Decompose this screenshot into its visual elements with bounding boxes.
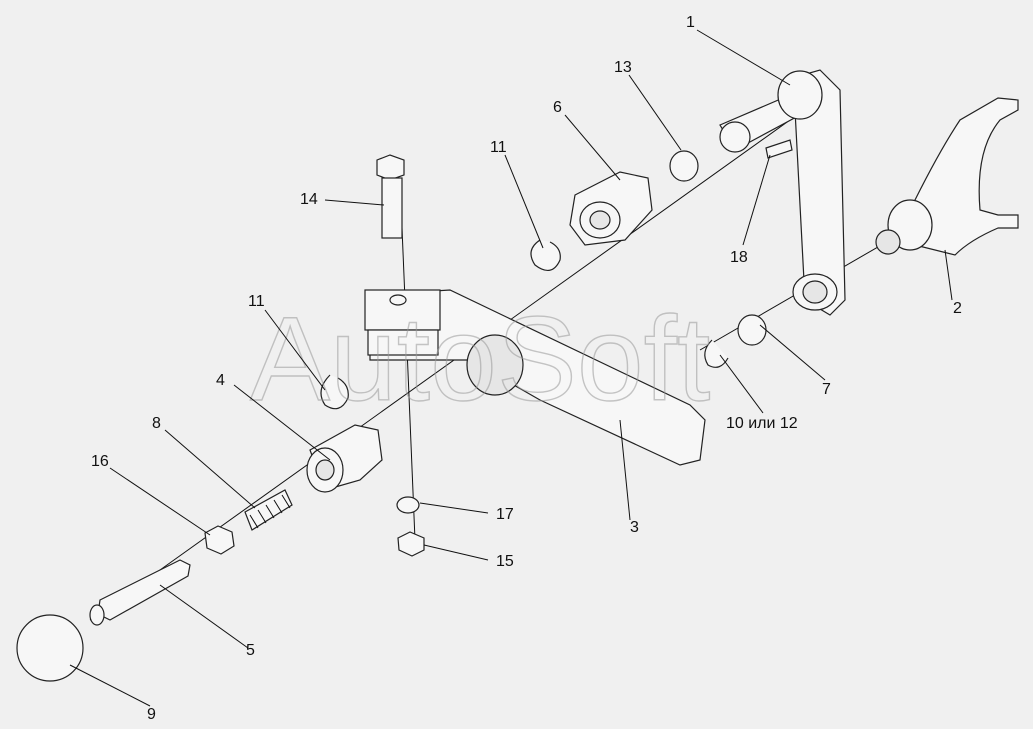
part-18-key <box>765 139 793 159</box>
callout-7: 7 <box>822 381 831 398</box>
callout-2: 2 <box>953 300 962 317</box>
callout-11-left: 11 <box>248 293 265 310</box>
part-13-ring <box>669 150 699 182</box>
callout-15: 15 <box>496 553 514 570</box>
part-6-bushing <box>569 171 653 246</box>
callout-9: 9 <box>147 706 156 723</box>
part-10-12-circlip <box>704 339 729 368</box>
callout-13: 13 <box>614 59 632 76</box>
part-16-nut <box>204 525 235 555</box>
part-17-washer <box>396 496 420 514</box>
part-2-fork <box>875 97 1019 256</box>
callout-1: 1 <box>686 14 695 31</box>
part-1-lever-arm <box>719 69 846 316</box>
callout-5: 5 <box>246 642 255 659</box>
callout-3: 3 <box>630 519 639 536</box>
callout-17: 17 <box>496 506 514 523</box>
callouts: 1 2 3 4 5 6 7 8 9 10 или 12 11 11 13 14 … <box>91 14 962 723</box>
callout-6: 6 <box>553 99 562 116</box>
callout-11-top: 11 <box>490 139 507 156</box>
callout-18: 18 <box>730 249 748 266</box>
leader-lines <box>69 29 953 707</box>
part-7-ring <box>737 314 767 346</box>
part-3-main-lever <box>364 289 706 466</box>
part-14-bolt <box>376 154 405 239</box>
part-5-rod <box>89 559 191 626</box>
part-11-circlip-left <box>320 374 349 410</box>
callout-8: 8 <box>152 415 161 432</box>
callout-4: 4 <box>216 372 225 389</box>
watermark: AutoSoft <box>250 292 710 426</box>
part-4-adjuster <box>306 424 383 493</box>
callout-16: 16 <box>91 453 109 470</box>
part-9-knob <box>16 614 84 682</box>
callout-10-12: 10 или 12 <box>726 415 798 432</box>
callout-14: 14 <box>300 191 318 208</box>
part-15-nut <box>397 531 425 557</box>
part-11-circlip-top <box>530 239 561 271</box>
part-8-spring <box>244 489 293 531</box>
